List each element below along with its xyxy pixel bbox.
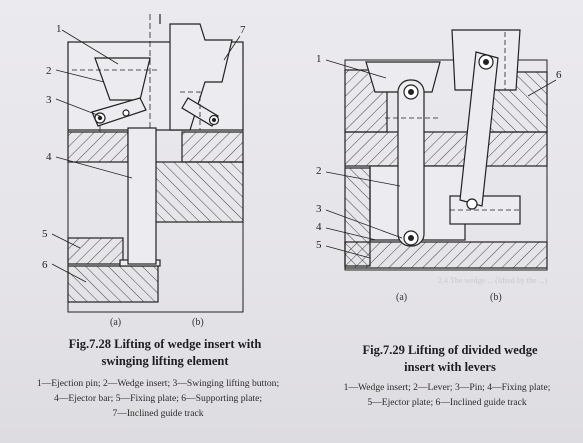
fig729-legend-line2: 5—Ejector plate; 6—Inclined guide track — [367, 397, 527, 408]
figure-7-28-drawing — [51, 14, 244, 313]
fig728-callout-6: 6 — [42, 259, 48, 271]
fig728-legend-line3: 7—Inclined guide track — [112, 408, 204, 419]
fig729-caption: Fig.7.29 Lifting of divided wedge insert… — [330, 342, 570, 376]
fig728-callout-5: 5 — [42, 228, 48, 240]
fig729-legend-line1: 1—Wedge insert; 2—Lever; 3—Pin; 4—Fixing… — [343, 382, 551, 393]
fig728-callout-3: 3 — [46, 94, 52, 106]
fig729-callout-3: 3 — [316, 203, 322, 215]
fig728-callout-4: 4 — [46, 151, 52, 163]
fig728-callout-7: 7 — [240, 24, 246, 36]
fig729-callout-1: 1 — [316, 53, 322, 65]
fig729-legend: 1—Wedge insert; 2—Lever; 3—Pin; 4—Fixing… — [316, 380, 578, 410]
fig728-sub-a: (a) — [110, 317, 121, 328]
fig729-callout-2: 2 — [316, 165, 322, 177]
fig728-sub-b: (b) — [192, 317, 204, 328]
fig728-caption-line2: swinging lifting element — [101, 354, 229, 368]
fig728-legend-line1: 1—Ejection pin; 2—Wedge insert; 3—Swingi… — [36, 378, 280, 389]
figure-7-29-drawing — [325, 29, 557, 271]
fig729-sub-a: (a) — [396, 292, 407, 303]
fig729-callout-6: 6 — [556, 69, 562, 81]
fig729-callout-4: 4 — [316, 221, 322, 233]
fig728-legend: 1—Ejection pin; 2—Wedge insert; 3—Swingi… — [8, 376, 308, 421]
fig728-caption: Fig.7.28 Lifting of wedge insert with sw… — [40, 336, 290, 370]
bleed-through-text: 2.4 The wedge ... (lifted by the ...) — [438, 276, 548, 285]
fig729-caption-line1: Fig.7.29 Lifting of divided wedge — [362, 343, 538, 357]
fig728-legend-line2: 4—Ejector bar; 5—Fixing plate; 6—Support… — [53, 393, 263, 404]
fig729-callout-5: 5 — [316, 239, 322, 251]
fig729-caption-line2: insert with levers — [404, 360, 496, 374]
fig729-sub-b: (b) — [490, 292, 502, 303]
fig728-callout-2: 2 — [46, 65, 52, 77]
fig728-callout-1: 1 — [56, 23, 62, 35]
fig728-caption-line1: Fig.7.28 Lifting of wedge insert with — [68, 337, 262, 351]
